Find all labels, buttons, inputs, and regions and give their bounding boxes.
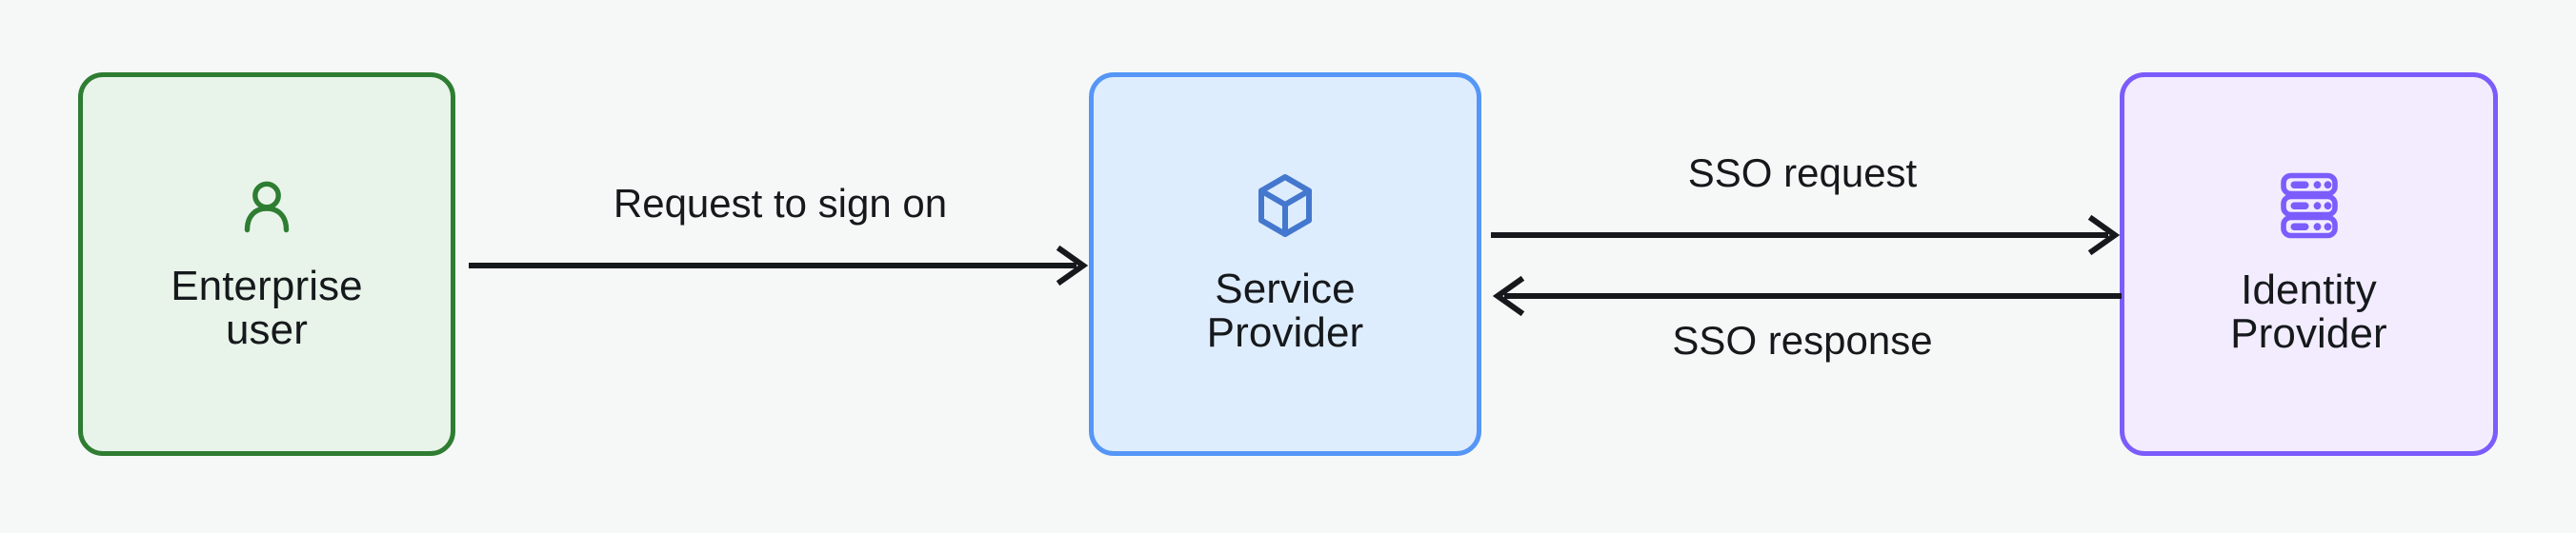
node-enterprise-user[interactable]: Enterprise user (78, 72, 455, 456)
edge-arrow-identity-provider-to-service-provider (1492, 275, 2122, 317)
cube-icon (1255, 173, 1316, 243)
edge-arrow-service-provider-to-identity-provider (1491, 214, 2121, 256)
edge-label-request-to-sign-on: Request to sign on (613, 181, 948, 226)
user-icon (237, 176, 296, 240)
node-service-provider[interactable]: Service Provider (1089, 72, 1481, 456)
server-icon (2280, 172, 2339, 244)
node-label-enterprise-user: Enterprise user (171, 263, 363, 353)
node-identity-provider[interactable]: Identity Provider (2120, 72, 2498, 456)
edge-arrow-user-to-service-provider (469, 245, 1089, 286)
node-label-identity-provider: Identity Provider (2230, 266, 2387, 357)
edge-label-sso-response: SSO response (1672, 318, 1933, 363)
edge-label-sso-request: SSO request (1687, 150, 1918, 195)
node-label-service-provider: Service Provider (1206, 266, 1364, 356)
